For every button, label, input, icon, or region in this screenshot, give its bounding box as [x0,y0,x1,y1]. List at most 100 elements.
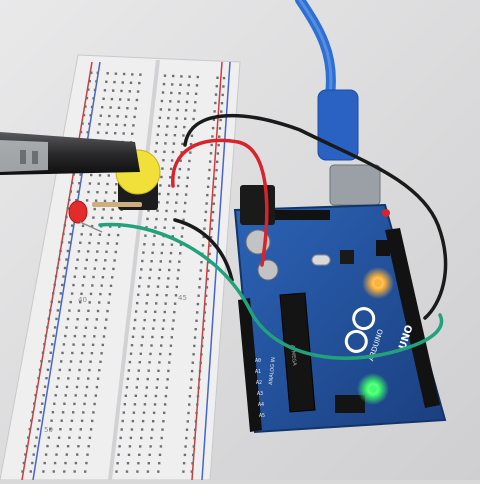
breadboard-hole [154,310,157,313]
breadboard-hole [187,168,190,171]
reset-button [376,240,390,256]
breadboard-hole [106,123,110,126]
breadboard-hole [85,385,89,389]
breadboard-hole [132,327,136,330]
breadboard-hole [132,124,135,127]
breadboard-hole [82,411,85,414]
breadboard-hole [88,368,91,372]
breadboard-hole [150,436,153,440]
breadboard-hole [49,428,52,431]
breadboard-hole [157,369,160,372]
breadboard-hole [138,285,141,288]
breadboard-hole [222,85,225,88]
breadboard-hole [139,352,142,355]
breadboard-hole [96,250,99,253]
breadboard-hole [172,319,175,322]
breadboard-hole [205,202,208,205]
breadboard-hole [168,352,172,356]
breadboard-hole [46,368,50,371]
breadboard-hole [196,302,200,306]
breadboard-hole [49,309,52,312]
breadboard-hole [109,225,112,228]
breadboard-hole [104,259,107,262]
breadboard-hole [49,351,52,354]
breadboard-hole [214,93,218,96]
breadboard-hole [87,309,90,312]
breadboard-hole [174,294,178,297]
breadboard-hole [121,81,124,84]
breadboard-hole [100,352,103,355]
breadboard-hole [109,284,113,287]
breadboard-hole [124,115,128,118]
breadboard-hole [64,461,67,465]
breadboard-hole [198,378,201,381]
svg-text:A3: A3 [257,391,263,397]
breadboard-hole [209,244,212,247]
breadboard-hole [155,386,158,389]
breadboard-hole [66,249,70,253]
breadboard-hole [172,142,176,145]
breadboard-hole [193,344,196,348]
breadboard-hole [192,117,195,121]
breadboard-hole [98,233,102,236]
breadboard-hole [90,105,94,109]
breadboard-hole [136,90,140,93]
breadboard-hole [133,318,137,322]
breadboard-hole [99,360,102,363]
breadboard-hole [57,258,61,261]
breadboard-hole [109,106,112,109]
breadboard-hole [133,403,137,406]
breadboard-hole [63,470,66,473]
breadboard-hole [180,235,184,238]
breadboard-hole [76,190,80,193]
breadboard-hole [52,334,55,337]
breadboard-hole [190,470,193,473]
breadboard-hole [142,251,145,254]
breadboard-hole [64,334,67,338]
breadboard-hole [62,232,65,236]
breadboard-hole [88,301,91,304]
breadboard-hole [204,303,207,306]
breadboard-hole [100,284,103,287]
breadboard-hole [91,419,94,423]
breadboard-hole [86,453,89,456]
breadboard-hole [58,368,61,372]
breadboard-hole [25,444,29,448]
breadboard-hole [112,89,115,92]
breadboard-hole [119,436,122,440]
breadboard-hole [97,242,100,245]
breadboard-hole [114,250,117,254]
breadboard-hole [151,251,154,254]
breadboard-hole [123,123,127,127]
breadboard-hole [145,226,148,229]
breadboard-hole [55,385,59,388]
breadboard-hole [99,292,102,296]
breadboard-hole [159,445,163,448]
breadboard-hole [122,411,125,414]
breadboard-hole [163,226,166,229]
breadboard-hole [126,462,130,465]
breadboard-hole [55,317,58,321]
breadboard-hole [89,114,92,117]
breadboard-hole [161,91,165,94]
breadboard-hole [206,277,209,281]
breadboard-hole [75,198,78,202]
breadboard-hole [31,461,34,465]
breadboard-hole [28,427,31,431]
breadboard-hole [80,351,84,355]
jumper-wires [98,114,448,360]
breadboard-hole [73,334,77,338]
breadboard-hole [171,235,174,238]
breadboard-hole [200,353,203,356]
breadboard-hole [82,113,86,117]
breadboard-hole [92,411,95,414]
breadboard-hole [110,216,113,220]
breadboard-hole [98,369,101,372]
breadboard-hole [79,241,82,244]
breadboard-hole [169,100,172,103]
breadboard-hole [80,233,83,236]
breadboard-hole [108,293,112,296]
breadboard-hole [175,285,178,289]
breadboard-hole [76,318,79,321]
breadboard-hole [158,361,161,364]
